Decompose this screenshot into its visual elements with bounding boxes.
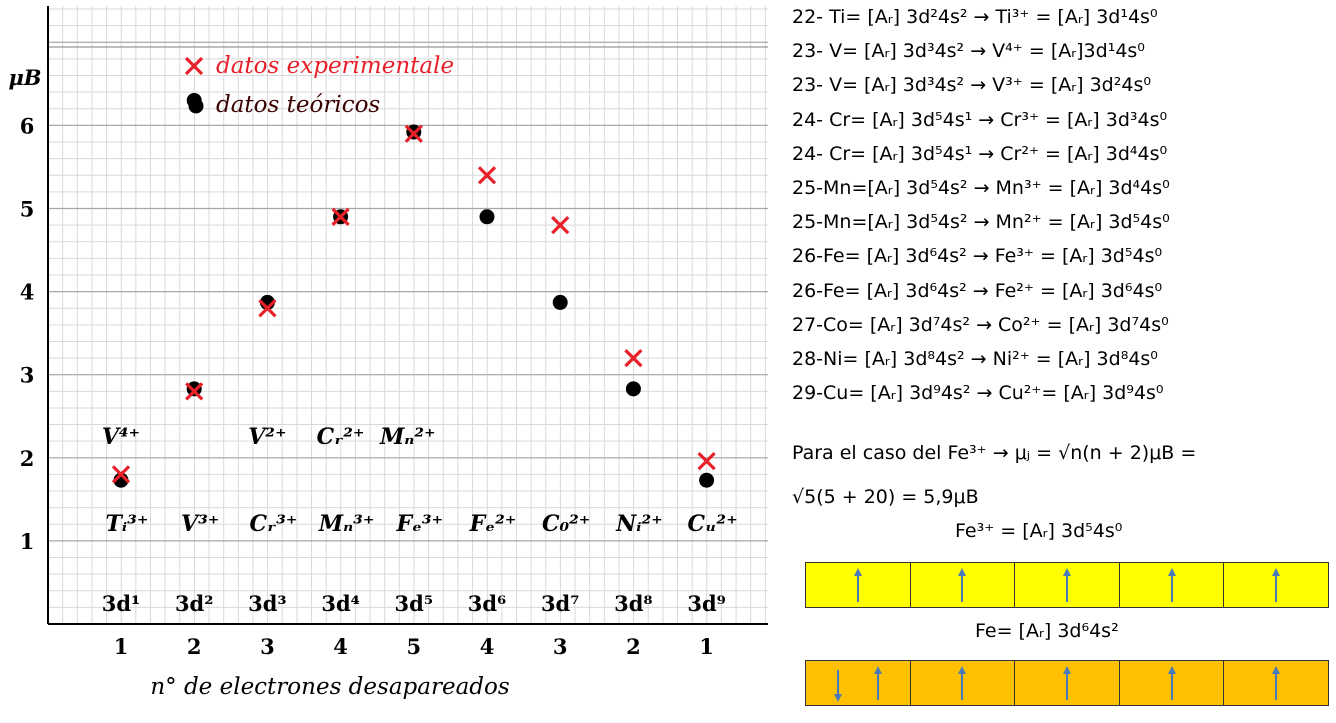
- note-line-2: √5(5 + 20) = 5,9μB: [792, 486, 979, 508]
- config-label: 3d²: [175, 591, 214, 616]
- spin-up-arrow-icon: [853, 568, 862, 602]
- theoretical-point: [625, 381, 641, 397]
- theoretical-point: [186, 381, 202, 397]
- ion-label: Fₑ²⁺: [469, 511, 517, 537]
- orbital-cell: [1224, 661, 1328, 705]
- theoretical-point: [186, 92, 202, 108]
- theoretical-point: [479, 209, 495, 225]
- spin-up-arrow-icon: [873, 666, 882, 700]
- fe3-orbital-box: [805, 562, 1329, 608]
- experimental-point: [697, 451, 716, 471]
- experimental-point: [551, 215, 570, 235]
- experimental-point: [624, 348, 643, 368]
- config-label: 3d¹: [102, 591, 141, 616]
- orbital-cell: [911, 661, 1016, 705]
- spin-up-arrow-icon: [1167, 666, 1176, 700]
- ion-label-upper: V²⁺: [248, 424, 286, 450]
- orbital-cell: [1015, 563, 1120, 607]
- equation-line: 26-Fe= [Aᵣ] 3d⁶4s² → Fe²⁺ = [Aᵣ] 3d⁶4s⁰: [792, 279, 1163, 302]
- x-tick-label: 2: [626, 634, 641, 659]
- equation-line: 25-Mn=[Aᵣ] 3d⁵4s² → Mn³⁺ = [Aᵣ] 3d⁴4s⁰: [792, 177, 1170, 199]
- x-axis-label: n° de electrones desapareados: [150, 674, 510, 700]
- x-tick-label: 1: [699, 634, 714, 659]
- y-tick-label: 6: [20, 113, 35, 138]
- equation-line: 26-Fe= [Aᵣ] 3d⁶4s² → Fe³⁺ = [Aᵣ] 3d⁵4s⁰: [792, 245, 1163, 268]
- box2-caption: Fe= [Aᵣ] 3d⁶4s²: [975, 620, 1119, 642]
- experimental-point: [477, 166, 497, 185]
- legend-cross-icon: [184, 56, 204, 76]
- ion-label-upper: Cᵣ²⁺: [317, 424, 365, 450]
- experimental-point: [185, 382, 204, 401]
- theoretical-point: [552, 294, 568, 310]
- spin-up-arrow-icon: [1272, 666, 1281, 700]
- orbital-cell: [1015, 661, 1120, 705]
- y-tick-label: 2: [20, 446, 35, 471]
- x-tick-label: 5: [406, 634, 421, 659]
- experimental-point: [331, 207, 350, 226]
- config-label: 3d³: [248, 591, 287, 616]
- spin-up-arrow-icon: [958, 568, 967, 602]
- y-tick-label: 4: [20, 280, 35, 305]
- ion-label: V³⁺: [181, 511, 219, 537]
- config-label: 3d⁹: [687, 591, 726, 616]
- equation-line: 25-Mn=[Aᵣ] 3d⁵4s² → Mn²⁺ = [Aᵣ] 3d⁵4s⁰: [792, 211, 1170, 234]
- x-tick-label: 3: [260, 634, 275, 659]
- equation-line: 29-Cu= [Aᵣ] 3d⁹4s² → Cu²⁺= [Aᵣ] 3d⁹4s⁰: [792, 382, 1164, 405]
- spin-down-arrow-icon: [833, 670, 842, 702]
- config-label: 3d⁴: [321, 591, 360, 616]
- y-tick-label: 5: [20, 197, 35, 222]
- equation-line: 28-Ni= [Aᵣ] 3d⁸4s² → Ni²⁺ = [Aᵣ] 3d⁸4s⁰: [792, 348, 1158, 370]
- y-axis-label: μB: [8, 65, 41, 90]
- experimental-point: [111, 465, 131, 484]
- orbital-cell: [1224, 563, 1328, 607]
- y-tick-label: 1: [20, 529, 35, 554]
- config-label: 3d⁷: [541, 591, 580, 616]
- ion-label: Mₙ³⁺: [318, 511, 375, 537]
- equation-line: 24- Cr= [Aᵣ] 3d⁵4s¹ → Cr³⁺ = [Aᵣ] 3d³4s⁰: [792, 108, 1168, 131]
- ion-label: C₀²⁺: [542, 511, 590, 537]
- x-tick-label: 1: [114, 634, 129, 659]
- ion-label-upper: Mₙ²⁺: [379, 424, 436, 450]
- config-label: 3d⁸: [614, 591, 653, 616]
- equation-line: 23- V= [Aᵣ] 3d³4s² → V⁴⁺ = [Aᵣ]3d¹4s⁰: [792, 40, 1145, 63]
- theoretical-point: [699, 472, 715, 488]
- equation-line: 24- Cr= [Aᵣ] 3d⁵4s¹ → Cr²⁺ = [Aᵣ] 3d⁴4s⁰: [792, 142, 1168, 165]
- x-tick-label: 4: [480, 634, 495, 659]
- experimental-point: [404, 124, 423, 143]
- spin-up-arrow-icon: [1272, 568, 1281, 602]
- equation-line: 27-Co= [Aᵣ] 3d⁷4s² → Co²⁺ = [Aᵣ] 3d⁷4s⁰: [792, 313, 1169, 336]
- orbital-cell: [1120, 661, 1225, 705]
- spin-up-arrow-icon: [958, 666, 967, 700]
- fe-orbital-box: [805, 660, 1329, 706]
- chart-svg: 123456μB13d¹Tᵢ³⁺V⁴⁺23d²V³⁺33d³Cᵣ³⁺V²⁺43d…: [8, 6, 768, 700]
- orbital-cell: [1120, 563, 1225, 607]
- orbital-cell: [806, 661, 911, 705]
- ion-label: Tᵢ³⁺: [106, 511, 149, 537]
- box1-caption: Fe³⁺ = [Aᵣ] 3d⁵4s⁰: [955, 520, 1123, 542]
- spin-up-arrow-icon: [1062, 568, 1071, 602]
- x-tick-label: 3: [553, 634, 568, 659]
- ion-label: Cᵤ²⁺: [687, 511, 737, 537]
- spin-up-arrow-icon: [1062, 666, 1071, 700]
- equation-line: 22- Ti= [Aᵣ] 3d²4s² → Ti³⁺ = [Aᵣ] 3d¹4s⁰: [792, 6, 1158, 28]
- x-tick-label: 4: [333, 634, 348, 659]
- orbital-cell: [911, 563, 1016, 607]
- legend-label-theoretical: datos teóricos: [216, 92, 380, 118]
- ion-label-upper: V⁴⁺: [102, 424, 140, 450]
- spin-up-arrow-icon: [1167, 568, 1176, 602]
- y-tick-label: 3: [20, 363, 35, 388]
- config-label: 3d⁵: [395, 591, 434, 616]
- orbital-cell: [806, 563, 911, 607]
- legend-label-experimental: datos experimentale: [216, 53, 454, 79]
- ion-label: Cᵣ³⁺: [249, 511, 297, 537]
- equation-line: 23- V= [Aᵣ] 3d³4s² → V³⁺ = [Aᵣ] 3d²4s⁰: [792, 74, 1151, 97]
- x-tick-label: 2: [187, 634, 202, 659]
- config-label: 3d⁶: [468, 591, 507, 616]
- ion-label: Nᵢ²⁺: [615, 511, 663, 537]
- ion-label: Fₑ³⁺: [395, 511, 443, 537]
- experimental-point: [258, 299, 277, 318]
- note-line-1: Para el caso del Fe³⁺ → μⱼ = √n(n + 2)μB…: [792, 442, 1197, 464]
